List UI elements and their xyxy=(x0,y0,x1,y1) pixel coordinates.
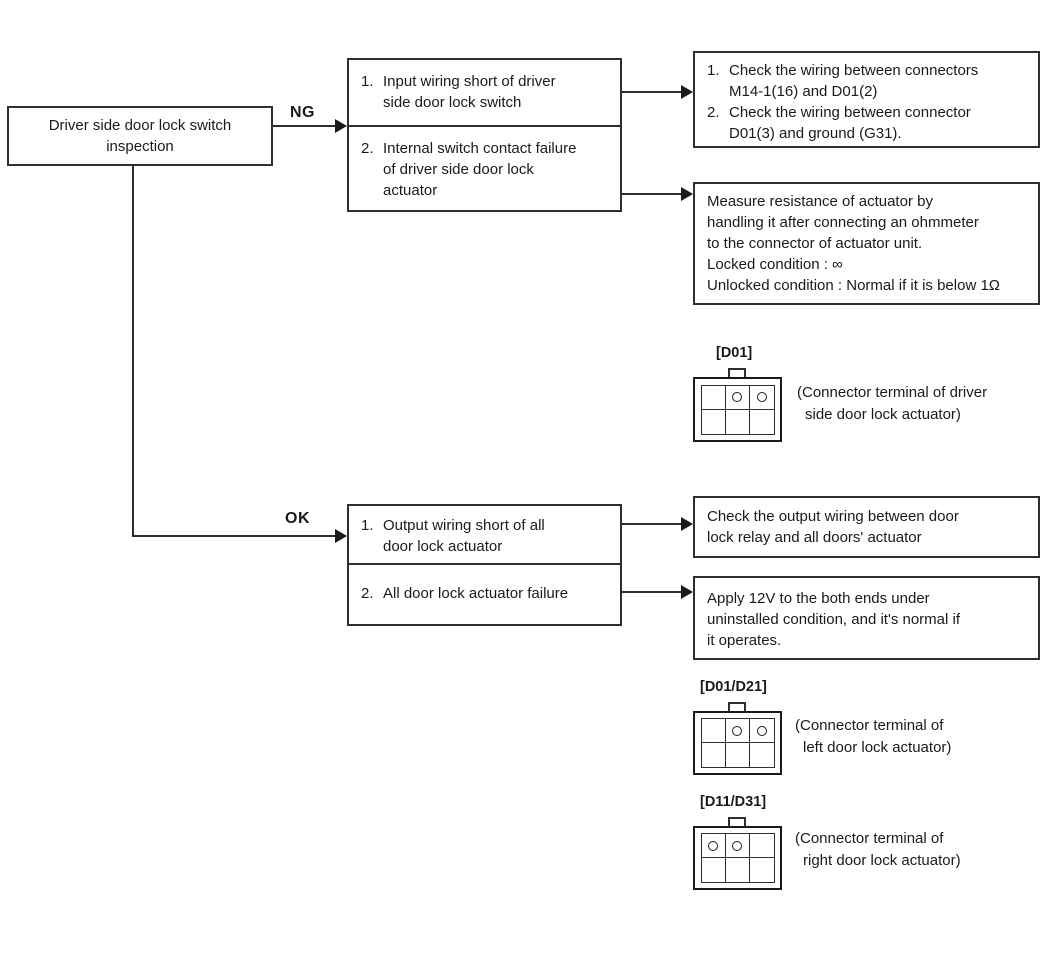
caption-line: (Connector terminal of xyxy=(795,717,944,734)
ok-action-box-2: Apply 12V to the both ends under uninsta… xyxy=(693,576,1040,660)
pin-cell xyxy=(749,386,774,410)
connector-tab xyxy=(728,702,746,713)
item-number: 1. xyxy=(361,517,374,534)
pin-cell xyxy=(750,858,774,882)
pin-cell xyxy=(725,834,750,858)
item-text: Input wiring short of driver side door l… xyxy=(383,73,556,111)
ok-cause-box: 1. Output wiring short of all door lock … xyxy=(347,504,622,626)
ok-action2-flow-line xyxy=(622,591,682,593)
pin-cell xyxy=(750,743,774,767)
ok-action2-arrowhead-icon xyxy=(681,585,693,599)
item-text: All door lock actuator failure xyxy=(383,585,569,602)
ng-cause-item-2: 2. Internal switch contact failure of dr… xyxy=(349,127,620,201)
connector-d01-caption: (Connector terminal of driver side door … xyxy=(797,382,987,426)
pin-cell xyxy=(749,719,774,743)
item-text: Check the wiring between connector D01(3… xyxy=(729,104,971,142)
ng-cause-box: 1. Input wiring short of driver side doo… xyxy=(347,58,622,212)
pin-cell xyxy=(725,719,750,743)
connector-d01-diagram xyxy=(693,368,782,443)
connector-pin-grid xyxy=(700,833,775,883)
connector-tab xyxy=(728,817,746,828)
pin-cell xyxy=(701,834,726,858)
pin-cell xyxy=(750,410,774,434)
pin-cell xyxy=(726,858,750,882)
list-item: 2. Check the wiring between connector D0… xyxy=(695,102,1038,144)
ng-action1-flow-line xyxy=(622,91,682,93)
item-number: 2. xyxy=(361,585,374,602)
item-number: 1. xyxy=(707,62,720,79)
ok-arrowhead-icon xyxy=(335,529,347,543)
pin-cell xyxy=(702,858,726,882)
list-item: 2. All door lock actuator failure xyxy=(349,583,620,604)
ng-action-box-1: 1. Check the wiring between connectors M… xyxy=(693,51,1040,148)
ng-cause-item-1: 1. Input wiring short of driver side doo… xyxy=(349,60,620,127)
action-text: Check the output wiring between door loc… xyxy=(707,508,959,546)
list-item: 1. Input wiring short of driver side doo… xyxy=(349,71,620,113)
pin-cell xyxy=(702,409,726,434)
ok-action1-flow-line xyxy=(622,523,682,525)
connector-pin-grid xyxy=(700,718,775,768)
pin-cell xyxy=(726,743,750,767)
ok-action1-arrowhead-icon xyxy=(681,517,693,531)
caption-line: left door lock actuator) xyxy=(803,739,952,756)
connector-body xyxy=(693,711,782,775)
pin-cell xyxy=(725,385,750,410)
connector-d01-d21-diagram xyxy=(693,702,782,777)
item-number: 1. xyxy=(361,73,374,90)
pin-cell xyxy=(749,834,774,858)
item-number: 2. xyxy=(707,104,720,121)
start-box: Driver side door lock switch inspection xyxy=(7,106,273,166)
ng-action-box-2: Measure resistance of actuator by handli… xyxy=(693,182,1040,305)
caption-line: side door lock actuator) xyxy=(805,406,961,423)
ng-branch-label: NG xyxy=(290,104,315,121)
ok-flow-line-horizontal xyxy=(132,535,336,537)
list-item: 1. Check the wiring between connectors M… xyxy=(695,60,1038,102)
ng-flow-line xyxy=(272,125,337,127)
connector-d01-label: [D01] xyxy=(716,345,753,361)
connector-d11-d31-diagram xyxy=(693,817,782,892)
connector-body xyxy=(693,377,782,442)
list-item: 1. Output wiring short of all door lock … xyxy=(349,515,620,557)
ok-flow-line-vertical xyxy=(132,166,134,537)
ng-action2-flow-line xyxy=(622,193,682,195)
ng-action1-arrowhead-icon xyxy=(681,85,693,99)
connector-tab xyxy=(728,368,746,379)
connector-d01-d21-caption: (Connector terminal of left door lock ac… xyxy=(795,715,951,759)
connector-pin-grid xyxy=(700,384,775,435)
item-text: Output wiring short of all door lock act… xyxy=(383,517,545,555)
action-text: Measure resistance of actuator by handli… xyxy=(707,193,1001,294)
ok-action-box-1: Check the output wiring between door loc… xyxy=(693,496,1040,558)
caption-line: right door lock actuator) xyxy=(803,852,961,869)
item-text: Internal switch contact failure of drive… xyxy=(383,140,577,199)
pin-cell xyxy=(726,409,750,434)
connector-d11-d31-label: [D11/D31] xyxy=(700,794,767,810)
connector-d01-d21-label: [D01/D21] xyxy=(700,679,767,695)
connector-d11-d31-caption: (Connector terminal of right door lock a… xyxy=(795,828,961,872)
action-text: Apply 12V to the both ends under uninsta… xyxy=(707,590,961,649)
item-text: Check the wiring between connectors M14-… xyxy=(729,62,979,100)
caption-line: (Connector terminal of xyxy=(795,830,944,847)
pin-cell xyxy=(702,743,726,767)
pin-cell xyxy=(701,719,726,743)
ok-cause-item-2: 2. All door lock actuator failure xyxy=(349,565,620,604)
ng-action2-arrowhead-icon xyxy=(681,187,693,201)
ok-cause-item-1: 1. Output wiring short of all door lock … xyxy=(349,506,620,565)
item-number: 2. xyxy=(361,140,374,157)
connector-body xyxy=(693,826,782,890)
pin-cell xyxy=(701,385,726,410)
ok-branch-label: OK xyxy=(285,510,310,527)
ng-arrowhead-icon xyxy=(335,119,347,133)
caption-line: (Connector terminal of driver xyxy=(797,384,988,401)
list-item: 2. Internal switch contact failure of dr… xyxy=(349,138,620,201)
